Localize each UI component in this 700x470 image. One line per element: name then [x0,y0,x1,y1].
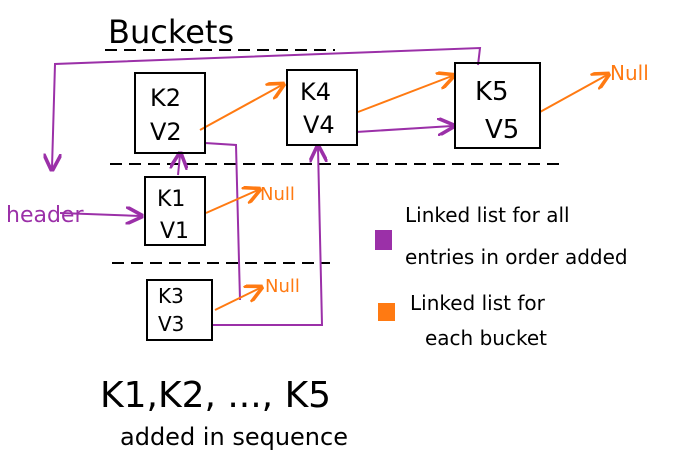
value-v3: V3 [158,312,184,336]
k3-to-k4-link [213,148,322,326]
tail-to-header-link [52,46,482,168]
value-v4: V4 [303,111,335,139]
sequence-line1: K1,K2, ..., K5 [100,375,331,416]
legend-purple-line1: Linked list for all [405,203,570,227]
sequence-line2: added in sequence [120,423,348,451]
k3-to-null-link [214,288,260,311]
key-k4: K4 [300,78,331,106]
k2-to-k4-link [199,85,282,131]
k1-to-k2-link [178,155,180,176]
key-k2: K2 [150,84,181,112]
k1-to-null-link [205,190,258,214]
key-k3: K3 [158,284,184,308]
key-k1: K1 [157,187,185,212]
entry-box-k1 [144,176,206,246]
header-to-k1-link [59,213,140,216]
legend-purple-line2: entries in order added [405,245,628,269]
k5-to-null-link [539,75,607,113]
entry-box-k3 [146,279,213,341]
value-v5: V5 [485,115,519,145]
k4-to-k5-link [355,126,452,132]
entry-box-k2 [134,72,206,154]
key-k5: K5 [475,77,509,107]
legend-purple-swatch [375,230,392,250]
insertion-order-links [52,46,482,326]
value-v2: V2 [150,118,182,146]
bucket-links [199,75,607,311]
k2-to-k3-link [204,142,241,301]
null-label-k3: Null [265,276,300,297]
k4-to-k5-bucket-link [357,76,452,113]
legend-orange-swatch [378,303,395,321]
header-label: header [6,203,84,228]
value-v1: V1 [160,219,189,244]
legend-orange-line1: Linked list for [410,291,546,315]
null-label-k5: Null [610,61,649,85]
legend-orange-line2: each bucket [425,326,547,350]
null-label-k1: Null [260,184,295,205]
title: Buckets [108,13,234,51]
entry-box-k4 [286,69,358,146]
entry-box-k5 [454,62,541,149]
